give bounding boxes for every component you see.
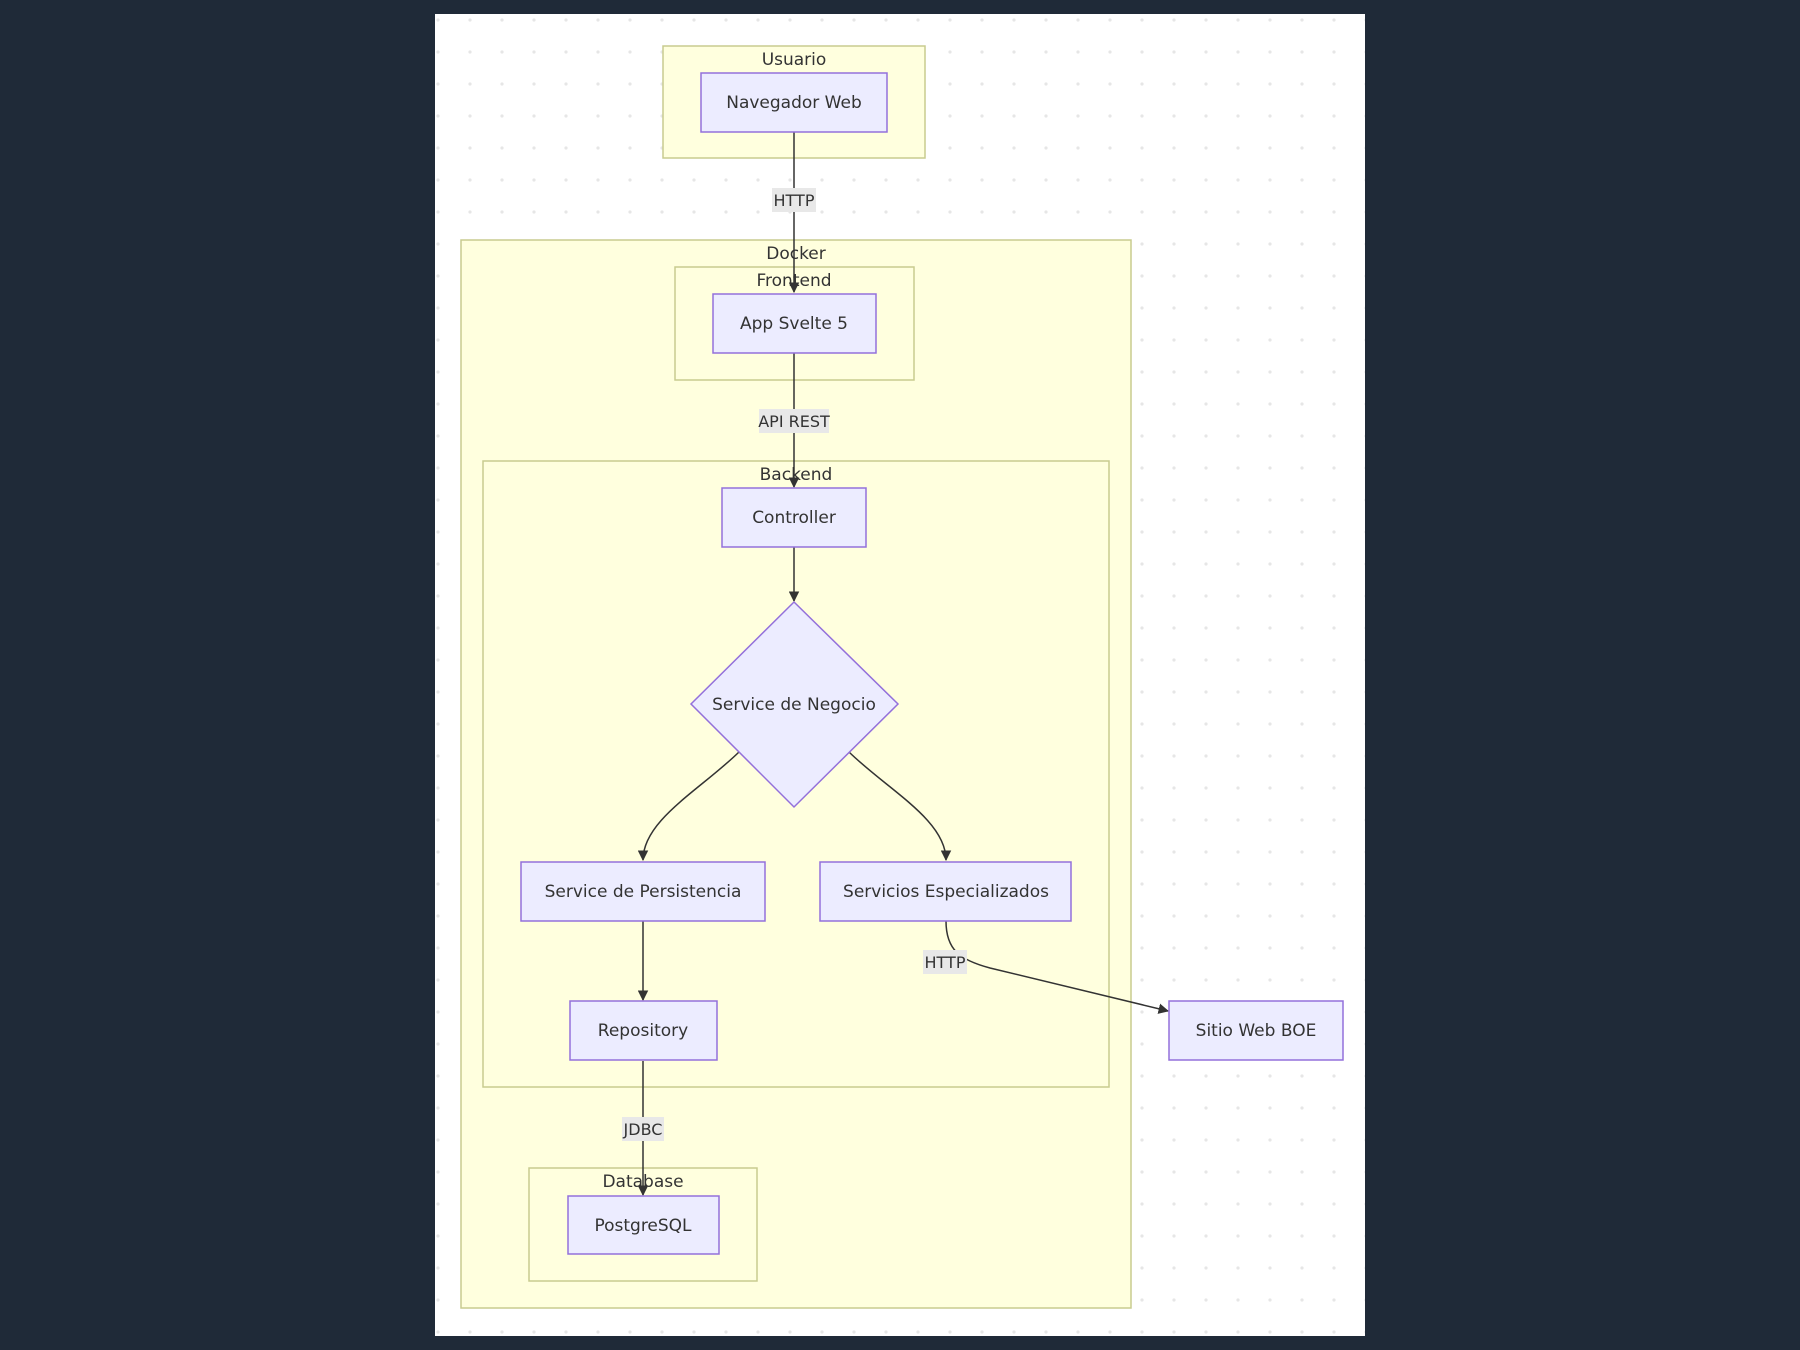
node-service-negocio-label: Service de Negocio xyxy=(712,695,876,715)
edge-label-jdbc-text: JDBC xyxy=(623,1120,663,1139)
node-postgresql[interactable]: PostgreSQL xyxy=(567,1195,720,1255)
node-sitio-web-boe-label: Sitio Web BOE xyxy=(1196,1021,1317,1041)
node-navegador-web[interactable]: Navegador Web xyxy=(700,72,888,133)
cluster-docker-label: Docker xyxy=(766,244,826,264)
edge-label-http-user: HTTP xyxy=(772,188,816,212)
node-repository-label: Repository xyxy=(598,1021,688,1041)
cluster-usuario-label: Usuario xyxy=(762,50,827,70)
edge-label-jdbc: JDBC xyxy=(622,1117,664,1141)
node-sitio-web-boe[interactable]: Sitio Web BOE xyxy=(1168,1000,1344,1061)
edge-negocio-especializados xyxy=(848,751,952,862)
node-controller[interactable]: Controller xyxy=(721,487,867,548)
node-navegador-web-label: Navegador Web xyxy=(726,93,862,113)
node-servicios-especializados-label: Servicios Especializados xyxy=(843,882,1049,902)
edge-label-http-boe-text: HTTP xyxy=(925,953,966,972)
edge-label-http-boe: HTTP xyxy=(923,950,967,974)
node-repository[interactable]: Repository xyxy=(569,1000,718,1061)
node-controller-label: Controller xyxy=(752,508,836,528)
edge-label-api-rest-text: API REST xyxy=(758,412,830,431)
node-service-persistencia[interactable]: Service de Persistencia xyxy=(520,861,766,922)
edge-label-http-user-text: HTTP xyxy=(774,191,815,210)
node-app-svelte-label: App Svelte 5 xyxy=(740,314,848,334)
edge-negocio-persistencia xyxy=(637,751,740,862)
edge-label-api-rest: API REST xyxy=(758,409,830,433)
node-service-persistencia-label: Service de Persistencia xyxy=(545,882,742,902)
node-servicios-especializados[interactable]: Servicios Especializados xyxy=(819,861,1072,922)
cluster-backend-label: Backend xyxy=(760,465,833,485)
node-app-svelte[interactable]: App Svelte 5 xyxy=(712,293,877,354)
node-service-negocio[interactable]: Service de Negocio xyxy=(689,600,900,809)
node-postgresql-label: PostgreSQL xyxy=(594,1216,692,1236)
